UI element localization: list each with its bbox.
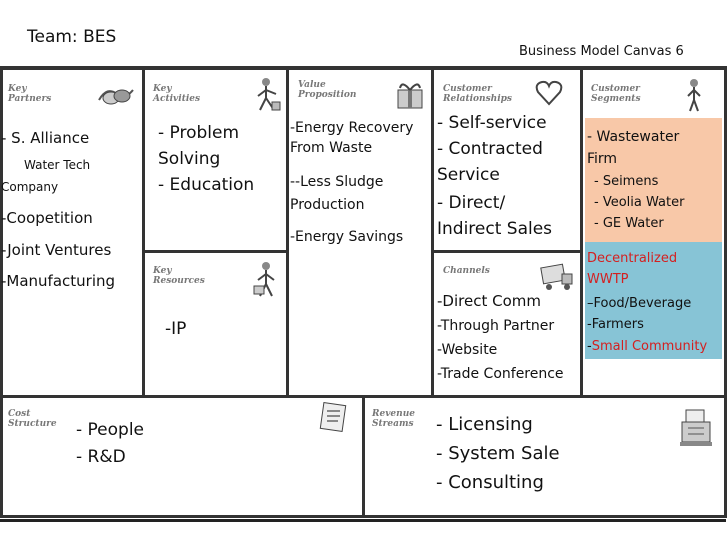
value-item: -Energy Recovery	[290, 118, 413, 138]
activity-item: - Problem	[158, 122, 239, 145]
value-item: -Energy Savings	[290, 227, 403, 247]
segment-item: -Farmers	[587, 315, 644, 334]
gift-icon	[394, 76, 428, 112]
resource-item: -IP	[165, 318, 186, 341]
value-item: --Less Sludge	[290, 172, 383, 192]
activity-item: Solving	[158, 148, 220, 171]
divider-v3	[431, 70, 434, 395]
person-standing-icon	[684, 78, 704, 112]
person-working-icon	[254, 76, 282, 112]
channel-item: -Website	[437, 340, 497, 360]
segment-item: - Veolia Water	[594, 193, 684, 212]
team-title: Team: BES	[27, 27, 116, 47]
partner-item: - S. Alliance	[1, 128, 89, 149]
cost-item: - R&D	[76, 446, 126, 469]
segment-wwtp: WWTP	[587, 270, 629, 289]
divider-h-relationships	[431, 250, 583, 253]
partner-item: -Coopetition	[1, 208, 93, 229]
segment-item: - Seimens	[594, 172, 658, 191]
segment-item-small-community: -Small Community	[587, 337, 707, 356]
segment-item: Firm	[587, 149, 617, 169]
worker-icon	[252, 260, 280, 298]
channel-item: -Through Partner	[437, 316, 554, 336]
segment-item: - GE Water	[594, 214, 664, 233]
revenue-item: - Licensing	[436, 410, 533, 439]
relationship-item: - Contracted	[437, 138, 543, 161]
divider-v1	[142, 70, 145, 395]
divider-v5	[362, 395, 365, 517]
segment-item: –Food/Beverage	[587, 294, 691, 313]
handshake-icon	[97, 80, 135, 110]
cost-item: - People	[76, 419, 144, 442]
segment-item: - Wastewater	[587, 127, 679, 147]
partner-item: -Manufacturing	[1, 271, 115, 292]
cash-register-icon	[676, 404, 716, 448]
partner-item: -Joint Ventures	[1, 240, 111, 261]
right-border	[724, 66, 727, 518]
divider-v2	[286, 70, 289, 395]
truck-icon	[540, 262, 576, 292]
segment-decentralized: Decentralized	[587, 249, 677, 268]
channels-title: Channels	[443, 266, 490, 276]
revenue-item: - System Sale	[436, 439, 560, 468]
divider-h-main	[0, 395, 727, 398]
receipt-icon	[318, 402, 350, 432]
divider-v4	[580, 70, 583, 395]
canvas-title: Business Model Canvas 6	[519, 44, 684, 59]
divider-h-activities	[142, 250, 289, 253]
heart-icon	[535, 80, 563, 106]
top-border	[0, 66, 727, 70]
relationship-item: - Direct/	[437, 192, 505, 215]
partner-item: Company	[1, 179, 58, 196]
partner-item: Water Tech	[24, 157, 90, 174]
value-item: From Waste	[290, 138, 372, 158]
channel-item: -Trade Conference	[437, 364, 564, 384]
activity-item: - Education	[158, 174, 254, 197]
relationship-item: Service	[437, 164, 500, 187]
channel-item: -Direct Comm	[437, 291, 541, 312]
value-item: Production	[290, 195, 364, 215]
relationship-item: Indirect Sales	[437, 218, 552, 241]
revenue-item: - Consulting	[436, 468, 544, 497]
relationship-item: - Self-service	[437, 112, 547, 135]
